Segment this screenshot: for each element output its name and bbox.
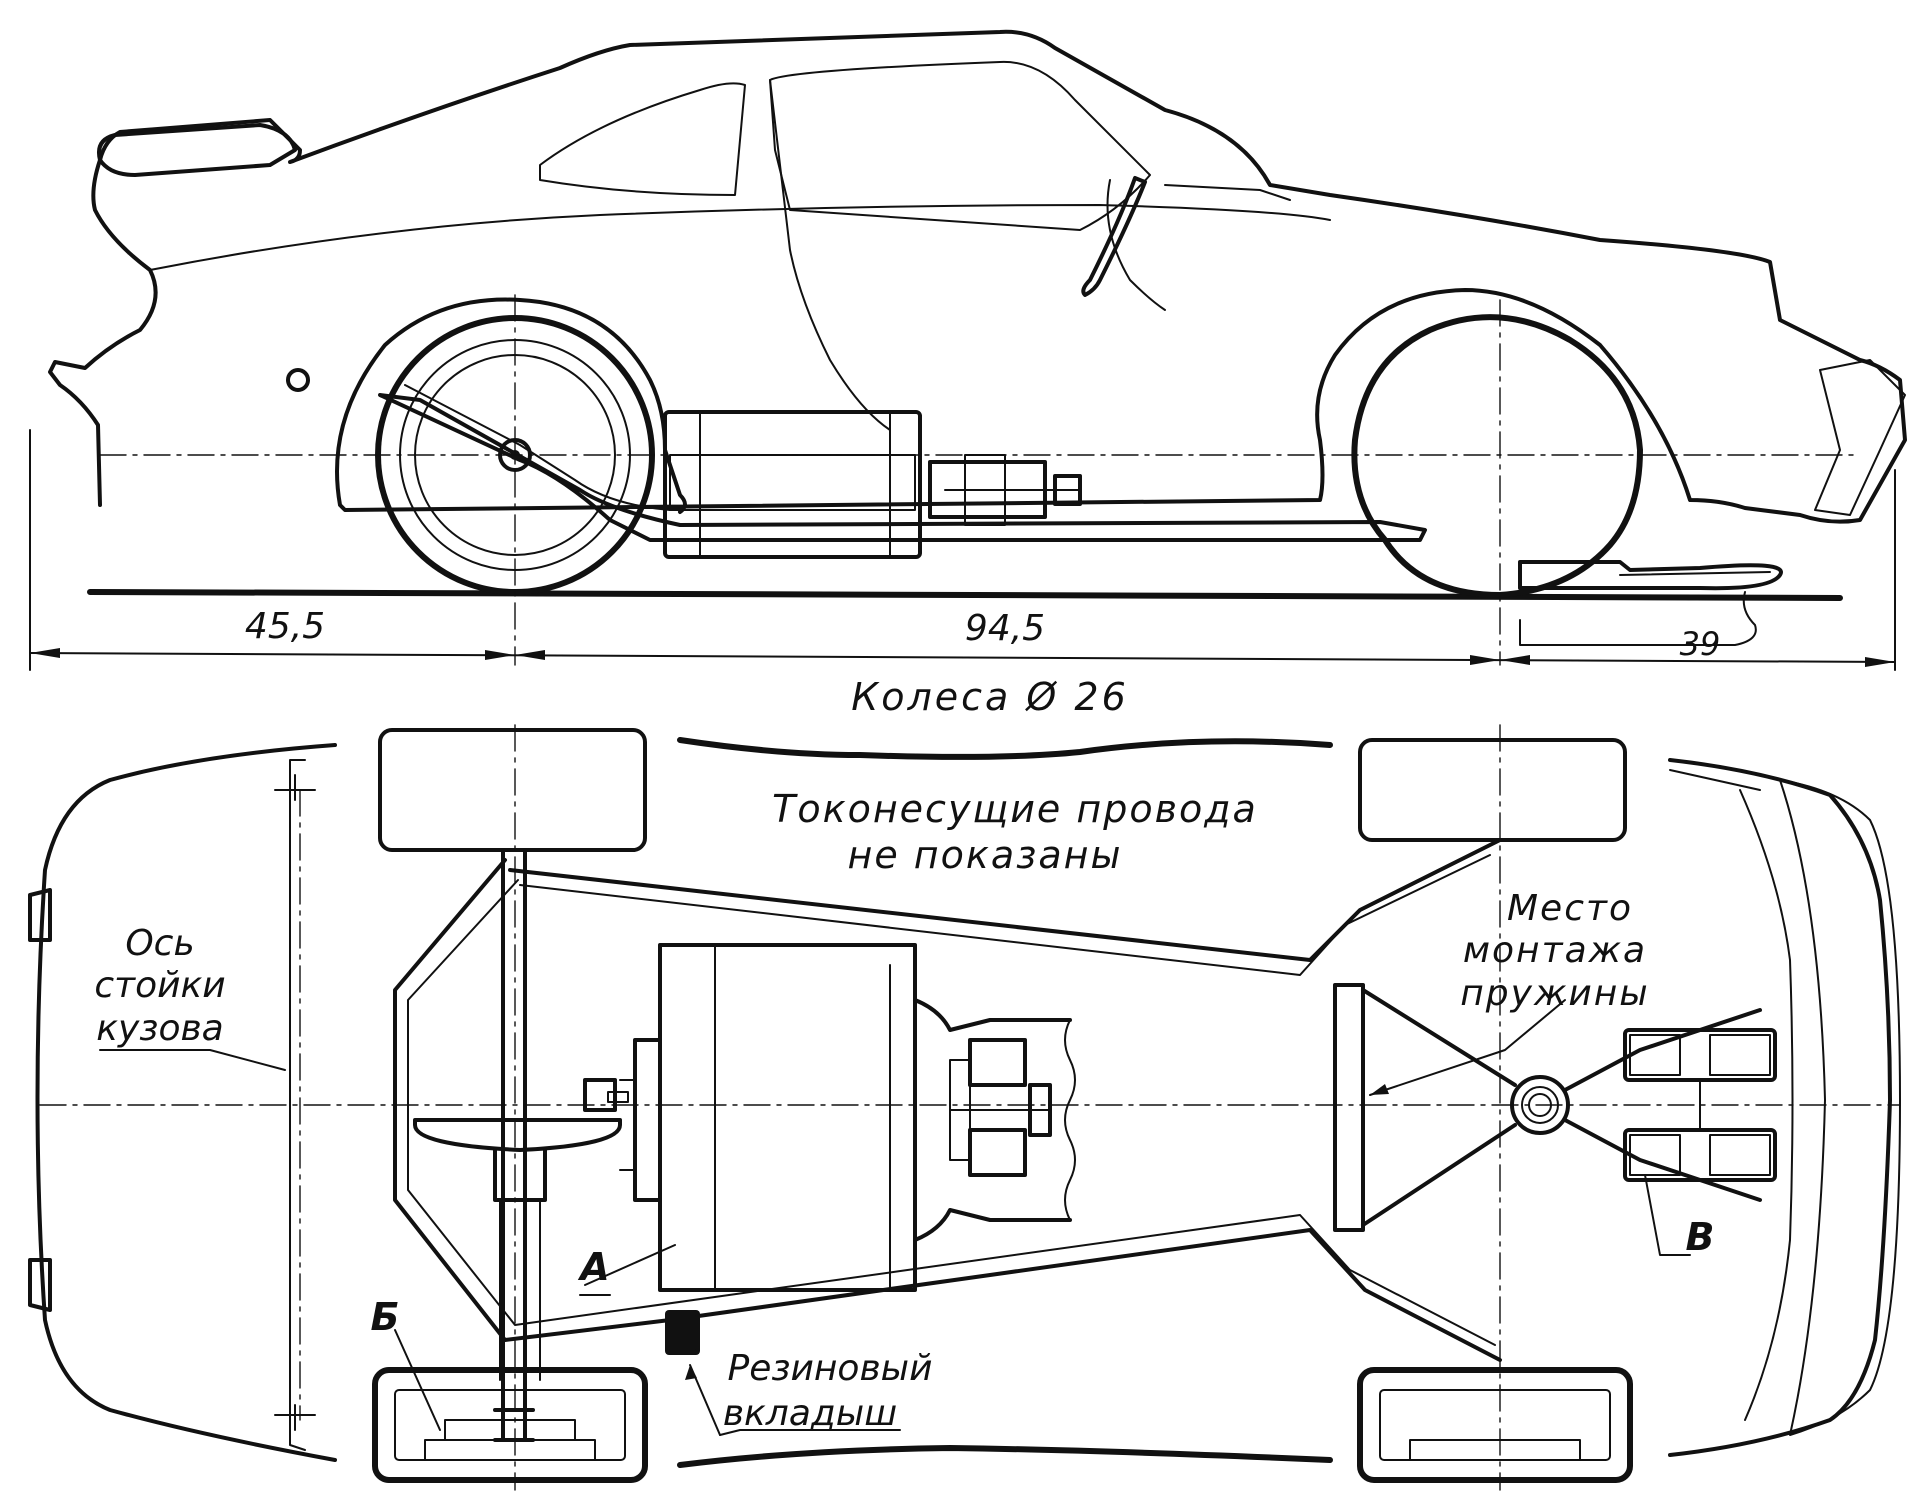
leader-lines — [99, 999, 1691, 1436]
plan-view: Токонесущие провода не показаны Ось стой… — [28, 724, 1901, 1491]
rear-spoiler — [97, 123, 297, 177]
windshield — [1164, 184, 1291, 201]
rear-wheel-top-plan — [378, 728, 647, 852]
chassis-beam — [378, 393, 1427, 542]
door-front-edge — [1106, 179, 1166, 311]
label-wires-line1: Токонесущие провода — [772, 787, 1258, 831]
motor-side — [663, 410, 1082, 559]
front-wing-line — [1739, 789, 1794, 1421]
front-bumper-plan — [1779, 779, 1901, 1436]
label-rubber-line2: вкладыш — [723, 1393, 897, 1434]
side-body-bottom — [677, 1445, 1333, 1468]
a-pillar-strut — [1081, 176, 1147, 297]
rear-body-plan — [35, 743, 337, 1462]
label-spring-line1: Место — [1507, 888, 1633, 929]
front-wheel — [1351, 314, 1643, 598]
ground-line — [87, 589, 1843, 601]
side-body-top — [677, 737, 1333, 760]
front-body-plan — [1668, 758, 1892, 1457]
dim-front-offset: 39 — [1680, 625, 1721, 663]
side-window — [769, 60, 1151, 231]
spring-mount-mesh — [1333, 983, 1365, 1232]
chassis-rail — [404, 384, 671, 511]
guide-shoes — [1623, 1028, 1777, 1182]
front-bumper-side — [1814, 359, 1906, 516]
front-wheel-top-plan — [1358, 738, 1627, 842]
fuel-cap — [286, 368, 310, 392]
crown-gear-plan — [413, 1118, 622, 1152]
side-view: 45,5 94,5 39 Колеса Ø 26 — [29, 29, 1907, 719]
door-line — [769, 79, 891, 431]
chassis-frame-inner — [407, 854, 1496, 1346]
dimension-lines — [29, 591, 1896, 667]
motor-a-plan — [619, 943, 1076, 1292]
body-shoulder-line — [149, 204, 1331, 271]
label-part-b: Б — [371, 1295, 400, 1339]
label-spring-line3: пружины — [1460, 973, 1649, 1014]
car-body-outline — [48, 29, 1907, 524]
label-spring-line2: монтажа — [1463, 930, 1647, 971]
guide-pickup-side — [1518, 560, 1783, 591]
label-rubber-line1: Резиновый — [728, 1348, 933, 1389]
front-wheel-bottom-plan — [1357, 1367, 1633, 1483]
label-axis-line2: стойки — [94, 965, 225, 1006]
rubber-insert — [665, 1310, 700, 1355]
front-pivot — [1361, 988, 1762, 1227]
label-wires-line2: не показаны — [848, 833, 1123, 877]
pickup-spring-side — [1619, 571, 1771, 576]
rear-window — [539, 82, 746, 196]
wheel-caption: Колеса Ø 26 — [851, 675, 1129, 719]
label-part-v: В — [1686, 1215, 1715, 1259]
label-part-a: А — [577, 1245, 609, 1289]
dim-rear-overhang: 45,5 — [245, 606, 325, 647]
label-axis-line1: Ось — [125, 923, 194, 964]
rear-light-top — [28, 888, 52, 942]
rear-wheel-bottom-plan — [372, 1367, 648, 1483]
dim-wheelbase: 94,5 — [965, 608, 1045, 649]
label-axis-line3: кузова — [96, 1008, 224, 1049]
rear-light-bottom — [28, 1258, 52, 1312]
